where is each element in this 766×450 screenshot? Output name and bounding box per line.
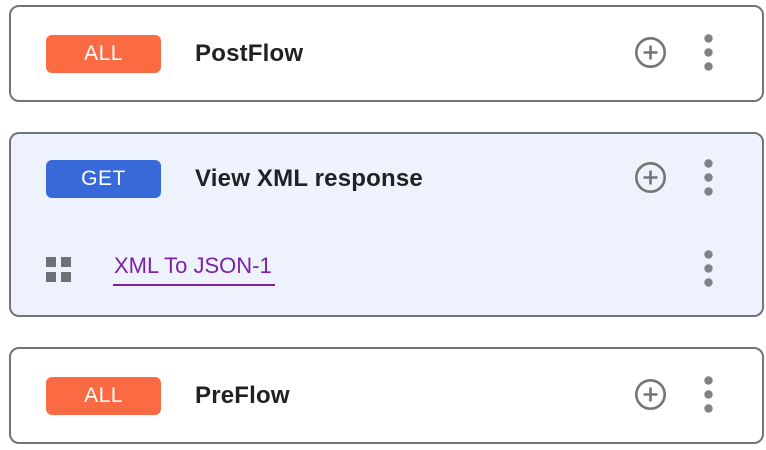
method-badge: ALL xyxy=(46,376,161,415)
plus-circle-icon xyxy=(634,36,667,72)
kebab-menu-icon xyxy=(704,159,713,199)
method-badge: ALL xyxy=(46,34,161,73)
flow-card-header-row: GET View XML response xyxy=(11,134,762,225)
method-badge: GET xyxy=(46,160,161,199)
more-options-button[interactable] xyxy=(704,159,713,199)
plus-circle-icon xyxy=(634,378,667,414)
add-step-button[interactable] xyxy=(634,36,667,72)
kebab-menu-icon xyxy=(704,250,713,290)
flow-card-postflow[interactable]: ALL PostFlow xyxy=(9,5,764,102)
kebab-menu-icon xyxy=(704,375,713,416)
policy-step-row: XML To JSON-1 xyxy=(11,225,762,316)
grid-drag-handle-icon[interactable] xyxy=(46,257,71,283)
flow-card-header-row: ALL PostFlow xyxy=(11,7,762,100)
flow-title: View XML response xyxy=(195,165,423,193)
flow-card-header-row: ALL PreFlow xyxy=(11,349,762,442)
flow-card-view-xml-response[interactable]: GET View XML response xyxy=(9,132,764,317)
more-options-button[interactable] xyxy=(704,33,713,74)
more-options-button[interactable] xyxy=(704,250,713,290)
flow-title: PostFlow xyxy=(195,39,304,67)
flow-card-preflow[interactable]: ALL PreFlow xyxy=(9,347,764,444)
flow-title: PreFlow xyxy=(195,381,290,409)
more-options-button[interactable] xyxy=(704,375,713,416)
kebab-menu-icon xyxy=(704,33,713,74)
plus-circle-icon xyxy=(634,161,667,197)
policy-step-link[interactable]: XML To JSON-1 xyxy=(113,253,275,287)
add-step-button[interactable] xyxy=(634,378,667,414)
add-step-button[interactable] xyxy=(634,161,667,197)
